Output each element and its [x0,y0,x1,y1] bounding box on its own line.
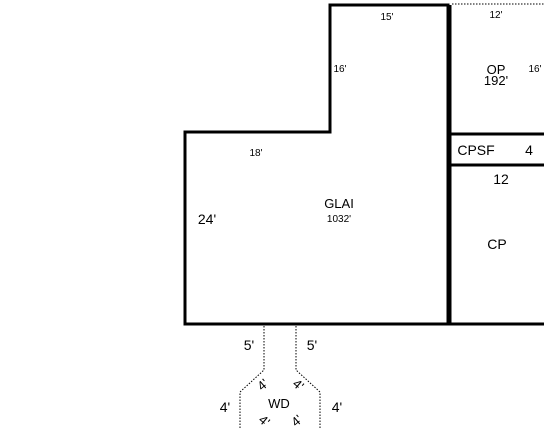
main-left-dim: 24' [198,211,216,227]
main-area-outline [183,3,450,326]
cp-code: CP [487,236,506,252]
op-code: OP [487,62,506,77]
cpsf-code: CPSF [457,142,494,158]
main-area-code: GLAI [324,196,354,211]
stair-right-dim: 5' [307,337,317,353]
main-area-size: 1032' [327,214,351,225]
stair-left-dim: 5' [244,337,254,353]
deck-right-dim: 4' [332,399,342,415]
main-mid-dim: 18' [249,148,262,159]
deck-diag-upper-right: 4' [290,376,307,394]
deck-left-dim: 4' [220,399,230,415]
deck-code: WD [268,396,290,411]
op-area-outline [448,5,544,326]
op-top-dim: 12' [489,10,502,21]
op-side-dim: 16' [528,64,541,75]
deck-diag-lower-right: 4' [288,412,305,430]
stair-right-line [295,326,321,428]
main-upper-side-dim: 16' [333,64,346,75]
main-top-dim: 15' [380,12,393,23]
cp-top-dim: 12 [493,171,509,187]
op-size: 192' [484,73,508,88]
deck-diag-upper-left: 4' [254,376,271,394]
stair-left-line [239,326,265,428]
deck-diag-lower-left: 4' [256,412,273,430]
cpsf-dim: 4 [525,142,533,158]
